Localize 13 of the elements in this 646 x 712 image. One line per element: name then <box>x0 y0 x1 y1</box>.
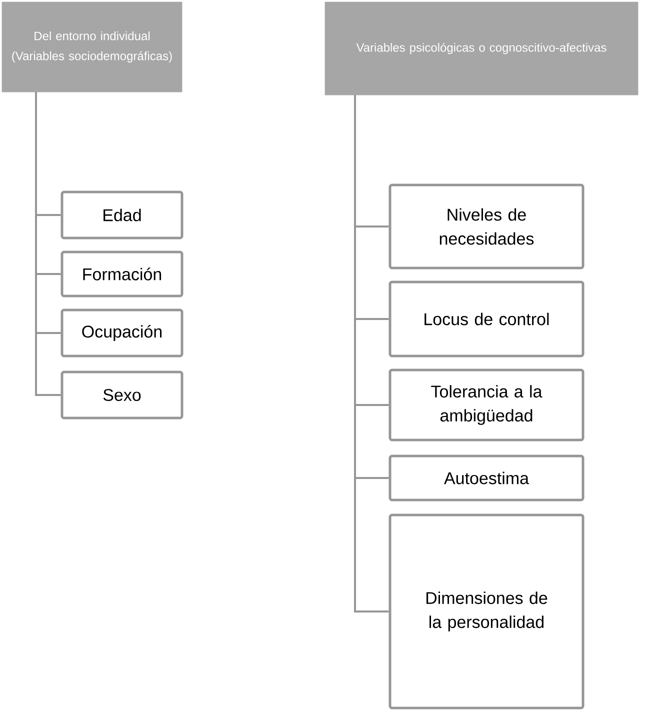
item-box: Ocupación <box>60 308 184 358</box>
header-box: Variables psicológicas o cognoscitivo-afectivas <box>324 2 638 96</box>
item-box: Locus de control <box>388 280 584 358</box>
connector-line <box>35 92 61 396</box>
item-box: Tolerancia a la ambigüedad <box>388 368 584 442</box>
item-box: Niveles de necesidades <box>388 184 584 270</box>
item-box: Edad <box>60 190 184 240</box>
item-box: Autoestima <box>388 454 584 502</box>
item-box: Sexo <box>60 370 184 420</box>
item-box: Dimensiones de la personalidad <box>388 514 584 710</box>
header-box: Del entorno individual (Variables sociodemográficas) <box>2 2 182 92</box>
item-box: Formación <box>60 250 184 298</box>
connector-line <box>354 95 389 612</box>
